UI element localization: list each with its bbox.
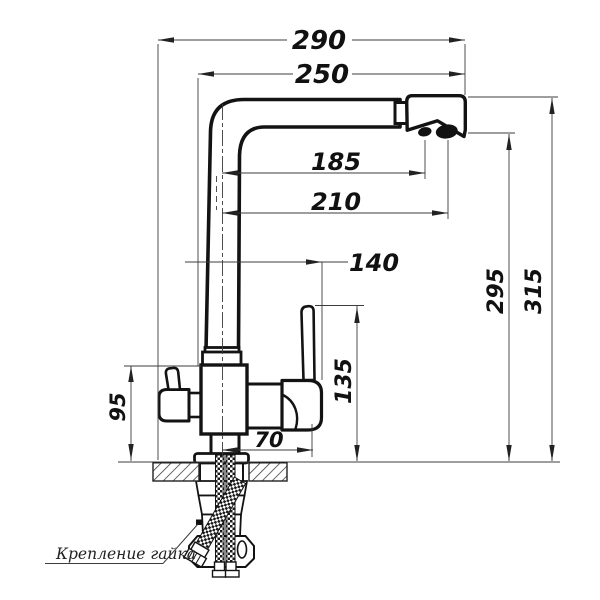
arrowhead — [158, 37, 174, 43]
dim-aerator-near: 185 — [311, 148, 361, 176]
spout-pipe — [204, 97, 402, 352]
aerator-outlet-large — [435, 124, 458, 139]
arrowhead — [549, 98, 555, 114]
hose-fitting-cap-1 — [211, 569, 227, 578]
right-handle-body — [280, 378, 324, 432]
mounting-nut-callout: Крепление гайка — [45, 523, 199, 564]
countertop-hatch-right — [248, 462, 288, 482]
arrowhead — [354, 307, 360, 323]
faucet-outline — [157, 94, 467, 465]
handle-joint-curve — [282, 393, 299, 430]
hose-fitting-2 — [225, 561, 237, 572]
hose-fitting-1 — [213, 561, 226, 572]
mounting-nut-label: Крепление гайка — [55, 545, 196, 563]
arrowhead — [198, 71, 214, 77]
dimension-layer: 290 250 185 210 140 70 95 135 295 315 — [106, 26, 558, 461]
arrowhead — [449, 71, 465, 77]
dim-spout-width: 250 — [295, 60, 349, 90]
dim-body-height: 95 — [106, 392, 130, 421]
dim-total-width: 290 — [292, 26, 346, 56]
arrowhead — [222, 210, 238, 216]
arrowhead — [222, 447, 238, 453]
arrowhead — [222, 170, 238, 176]
fitting-stripe — [191, 553, 198, 562]
arrowhead — [449, 37, 465, 43]
countertop-hatch-left — [152, 462, 200, 482]
nut-slot-right — [236, 540, 248, 559]
countertop-section — [152, 462, 288, 482]
left-lever — [164, 366, 182, 391]
supply-hoses — [183, 454, 247, 578]
arrowhead — [409, 170, 425, 176]
dim-total-height: 315 — [522, 268, 547, 314]
arrowhead — [128, 444, 134, 460]
hose-diagonal-end — [183, 547, 208, 569]
leader-target-dot — [196, 519, 202, 525]
arrowhead — [354, 445, 360, 461]
arrowhead — [506, 134, 512, 150]
arrowhead — [306, 259, 322, 265]
right-lever — [300, 304, 316, 382]
right-arm — [244, 382, 286, 430]
dim-handle-offset: 140 — [349, 249, 399, 277]
aerator-outlet-small — [418, 127, 432, 137]
hose-fitting-cap-2 — [224, 569, 240, 578]
arrowhead — [506, 445, 512, 461]
arrowhead — [432, 210, 448, 216]
hose-diagonal — [183, 476, 247, 569]
main-body — [199, 363, 249, 436]
arrowhead — [128, 366, 134, 382]
dim-handle-span: 70 — [254, 428, 283, 452]
dim-aerator-far: 210 — [311, 188, 361, 216]
arrowhead — [549, 445, 555, 461]
left-valve-body — [157, 388, 191, 423]
fitting-stripe — [195, 555, 201, 564]
dim-height-to-aerator: 295 — [484, 268, 509, 314]
dim-lever-height: 135 — [332, 358, 357, 404]
fitting-stripe — [187, 550, 194, 560]
leader-line — [162, 523, 199, 564]
arrowhead — [297, 447, 313, 453]
